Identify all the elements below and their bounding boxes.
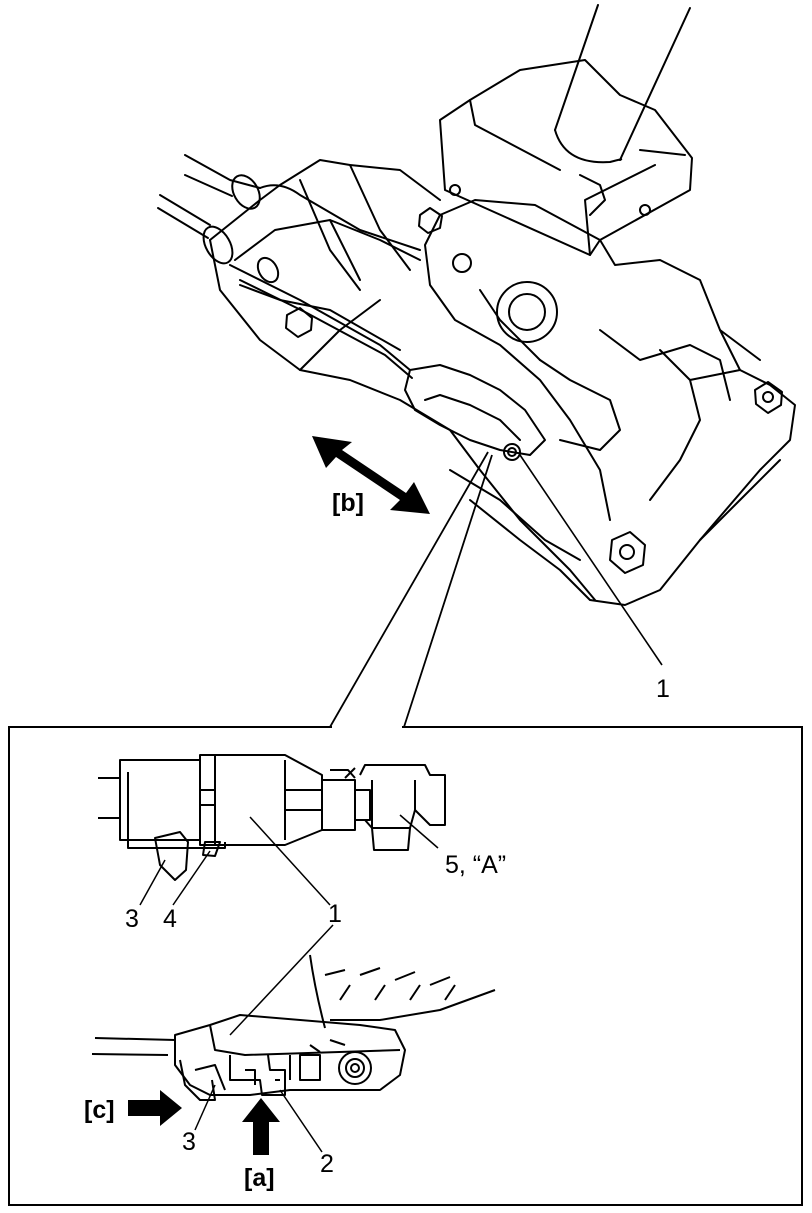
leader-line-1-top	[519, 454, 663, 666]
cable-end-perspective	[91, 954, 496, 1101]
arrow-a	[242, 1098, 280, 1155]
label-2: 2	[320, 1150, 334, 1178]
leader-1-lower	[229, 924, 334, 1036]
shifter-assembly	[157, 4, 796, 606]
cable-end-side-view	[98, 754, 446, 881]
double-arrow-b	[312, 436, 430, 514]
label-1-top: 1	[656, 675, 670, 703]
label-1-detail: 1	[328, 900, 342, 928]
label-3-bottom: 3	[182, 1128, 196, 1156]
side-view-leaders	[139, 814, 439, 906]
label-3-top: 3	[125, 905, 139, 933]
label-5-A: 5, “A”	[445, 851, 506, 879]
detail-frame	[8, 726, 803, 1206]
arrow-c	[128, 1090, 182, 1126]
label-c: [c]	[84, 1096, 115, 1124]
zoom-line-right	[403, 454, 493, 728]
label-a: [a]	[244, 1164, 275, 1192]
perspective-leaders	[194, 1084, 323, 1153]
label-b: [b]	[332, 489, 364, 517]
zoom-line-left	[329, 451, 489, 728]
label-4: 4	[163, 905, 177, 933]
